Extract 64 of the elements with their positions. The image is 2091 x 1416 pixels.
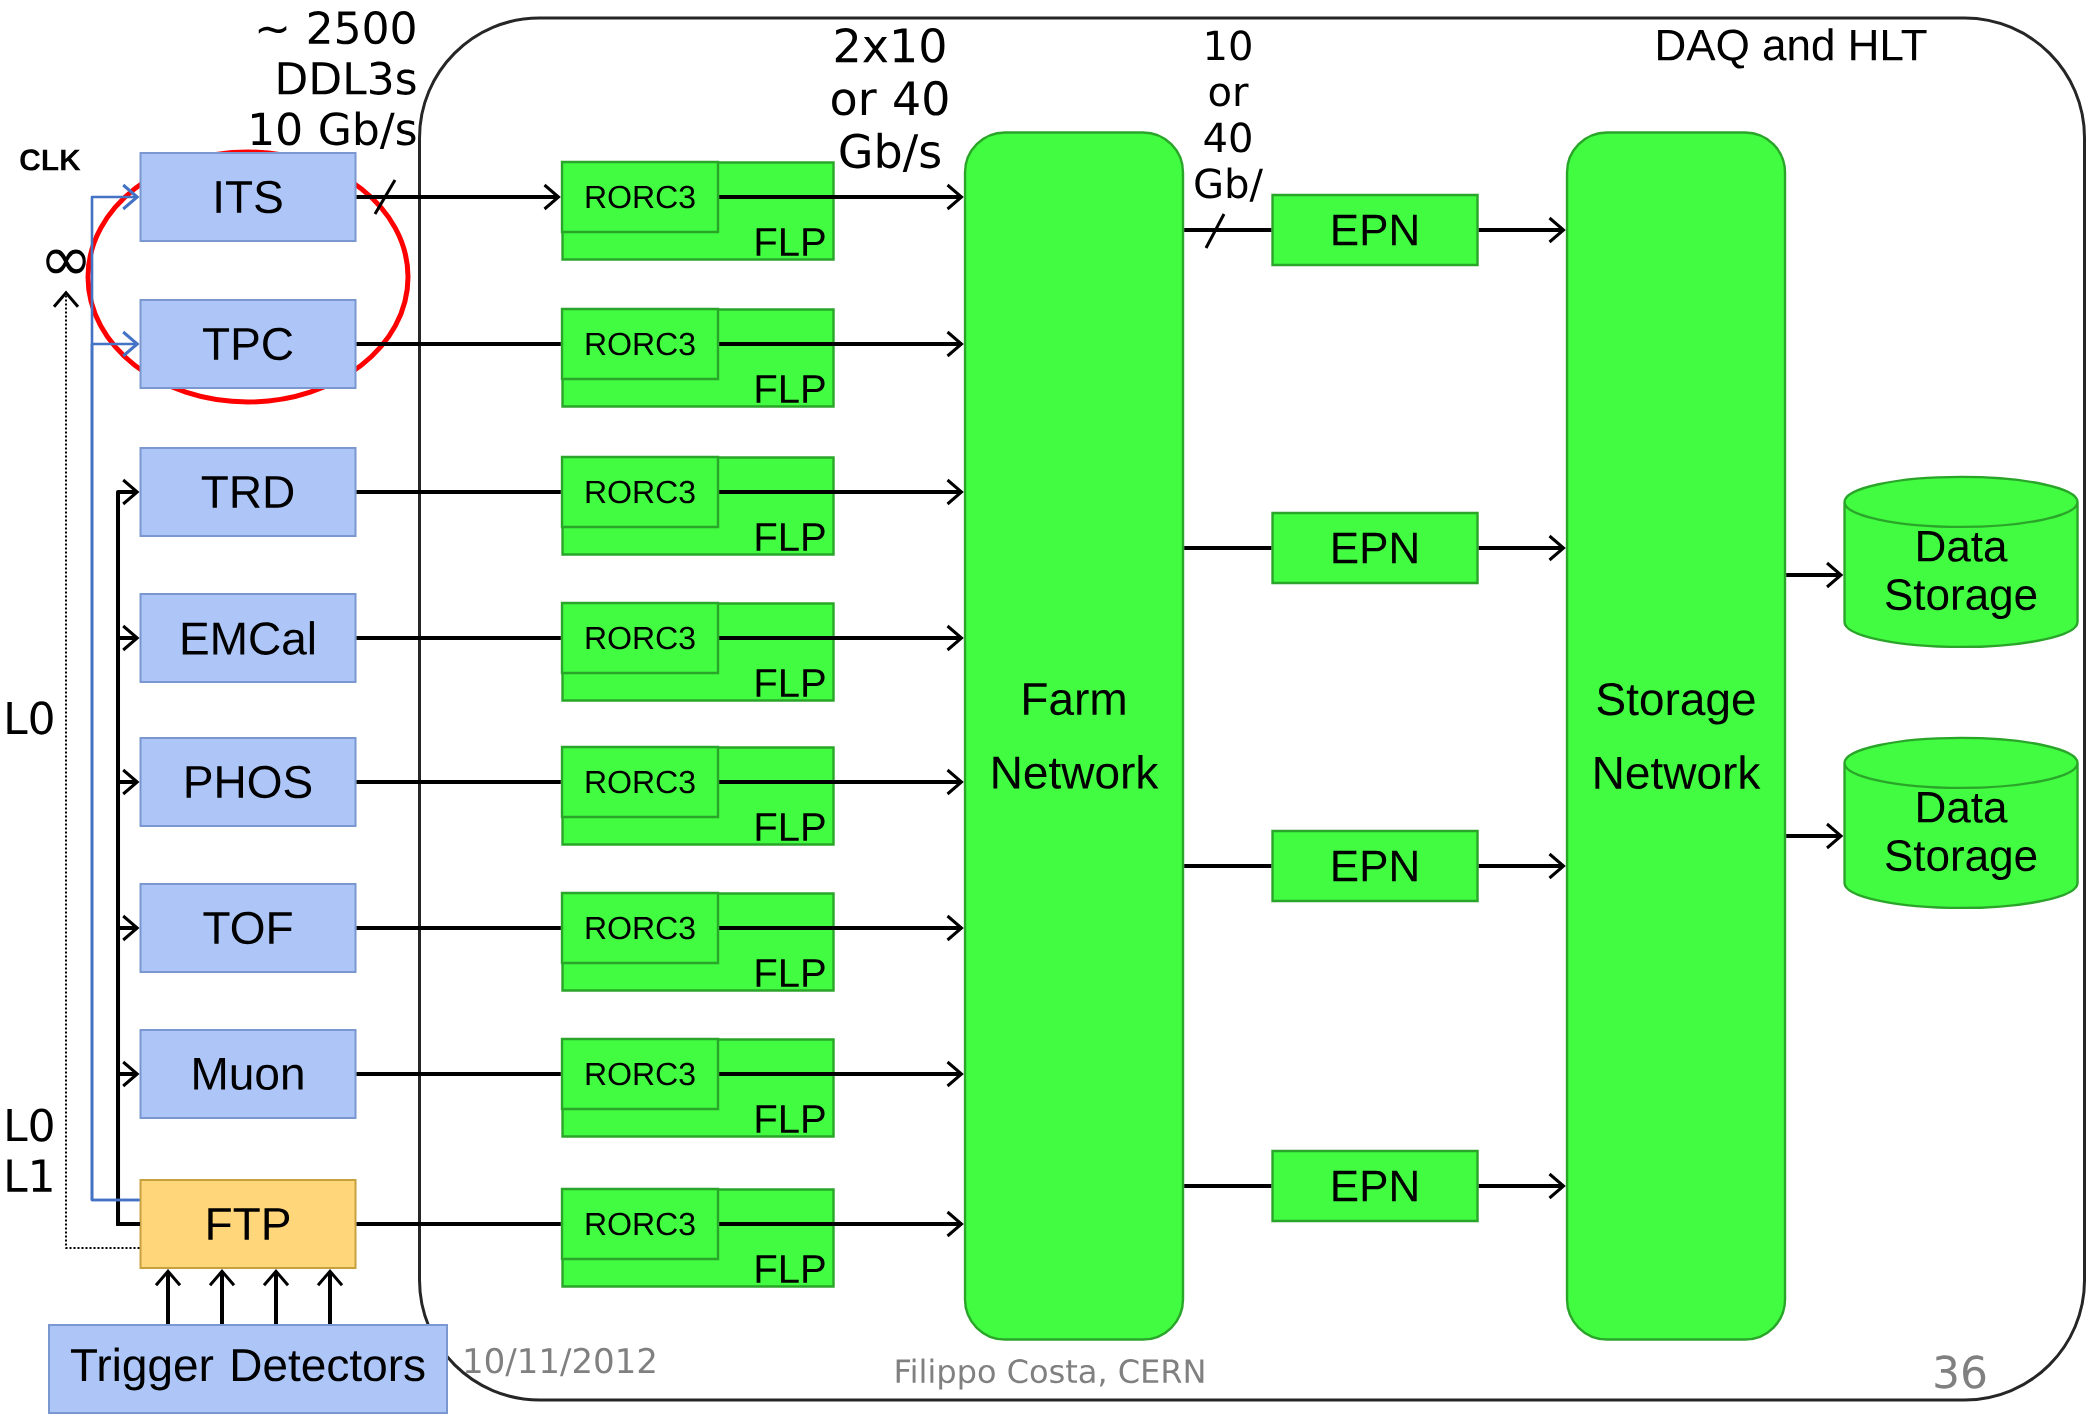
arrow [719, 624, 964, 652]
arrow [1478, 534, 1566, 562]
arrow [719, 478, 964, 506]
page-number: 36 [1935, 1355, 1986, 1389]
storage-cylinder: Data Storage [1843, 736, 2079, 910]
arrow [262, 1269, 290, 1324]
frame-title: DAQ and HLT [1658, 28, 1927, 69]
trigger-box: FTP [139, 1179, 357, 1269]
arrow [719, 1060, 964, 1088]
date-footer: 10/11/2012 [465, 1347, 655, 1377]
arrow [356, 183, 561, 211]
signal-label: CLK [20, 149, 81, 171]
infinity-symbol: ∞ [46, 249, 86, 274]
rorc-box: RORC3 [560, 1037, 720, 1111]
epn-box: EPN [1271, 829, 1479, 903]
arrow [1478, 216, 1566, 244]
rorc-box: RORC3 [560, 891, 720, 965]
network-block: Farm Network [963, 131, 1185, 1341]
flp-label: FLP [756, 669, 825, 697]
arrow [208, 1269, 236, 1324]
flp-label: FLP [756, 375, 825, 403]
arrow [1478, 852, 1566, 880]
network-block: Storage Network [1565, 131, 1787, 1341]
detector-box: Muon [139, 1029, 357, 1119]
epn-box: EPN [1271, 1149, 1479, 1223]
arrow [719, 183, 964, 211]
rorc-box: RORC3 [560, 1187, 720, 1261]
arrow [154, 1269, 182, 1324]
rorc-box: RORC3 [560, 745, 720, 819]
detector-box: TRD [139, 447, 357, 537]
arrow [116, 1060, 140, 1226]
epn-box: EPN [1271, 193, 1479, 267]
arrow [1478, 1172, 1566, 1200]
epn-box: EPN [1271, 511, 1479, 585]
bandwidth-label: ~ 2500 DDL3s 10 Gb/s [252, 11, 416, 149]
flp-label: FLP [756, 523, 825, 551]
arrow [1786, 561, 1844, 589]
bandwidth-label: 2x10 or 40 Gb/s [832, 27, 948, 172]
arrow [719, 330, 964, 358]
arrow [719, 1210, 964, 1238]
arrow [316, 1269, 344, 1324]
arrow [719, 768, 964, 796]
flp-label: FLP [756, 1255, 825, 1283]
rorc-box: RORC3 [560, 601, 720, 675]
rorc-box: RORC3 [560, 160, 720, 234]
detector-box: ITS [139, 152, 357, 242]
arrow [719, 914, 964, 942]
rorc-box: RORC3 [560, 307, 720, 381]
detector-box: PHOS [139, 737, 357, 827]
rorc-box: RORC3 [560, 455, 720, 529]
detector-box: EMCal [139, 593, 357, 683]
detector-box: Trigger Detectors [48, 1324, 448, 1414]
detector-box: TPC [139, 299, 357, 389]
flp-label: FLP [756, 1105, 825, 1133]
detector-box: TOF [139, 883, 357, 973]
flp-label: FLP [756, 228, 825, 256]
signal-label: L0 [7, 701, 53, 735]
storage-cylinder: Data Storage [1843, 475, 2079, 649]
arrow [1786, 822, 1844, 850]
arrow [52, 290, 141, 1249]
signal-label: L0 L1 [7, 1108, 53, 1192]
bandwidth-label: 10 or 40 Gb/ [1195, 30, 1263, 202]
flp-label: FLP [756, 959, 825, 987]
flp-label: FLP [756, 813, 825, 841]
